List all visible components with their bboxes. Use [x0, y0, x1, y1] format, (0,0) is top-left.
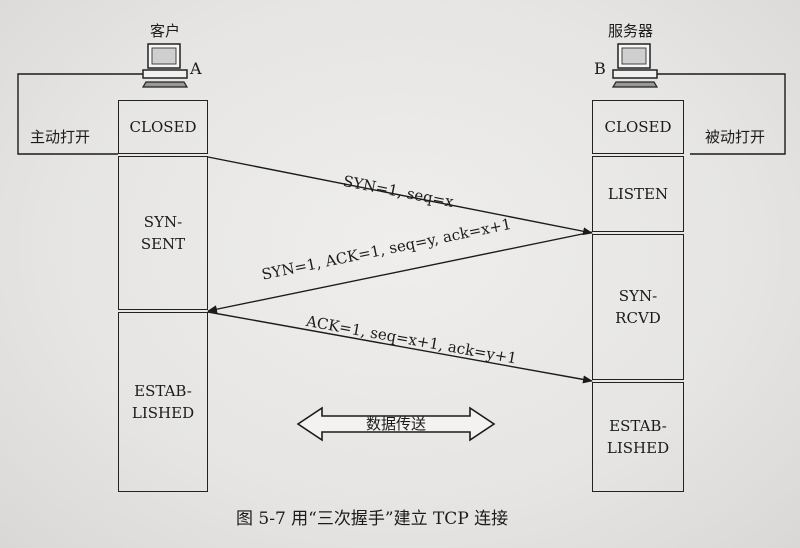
server-state-established: ESTAB- LISHED: [592, 382, 684, 492]
active-open-label: 主动打开: [30, 128, 91, 146]
passive-open-label: 被动打开: [705, 128, 766, 146]
client-letter: A: [190, 59, 202, 78]
syn-ack-arrow: [207, 231, 593, 314]
passive-open-line: [655, 73, 786, 155]
syn-arrow: [207, 156, 593, 236]
double-arrow-icon: [296, 406, 496, 442]
figure-caption: 图 5-7 用“三次握手”建立 TCP 连接: [236, 509, 509, 529]
active-open-line: [17, 73, 145, 155]
server-letter: B: [594, 59, 606, 78]
client-state-syn-sent: SYN- SENT: [118, 156, 208, 310]
server-title: 服务器: [608, 22, 654, 40]
data-transfer-label: 数据传送: [366, 415, 427, 433]
client-state-established: ESTAB- LISHED: [118, 312, 208, 492]
computer-icon: [611, 43, 659, 88]
server-state-syn-rcvd: SYN- RCVD: [592, 234, 684, 380]
computer-icon: [141, 43, 189, 88]
server-state-closed: CLOSED: [592, 100, 684, 154]
client-state-closed: CLOSED: [118, 100, 208, 154]
ack-arrow: [207, 311, 593, 384]
server-state-listen: LISTEN: [592, 156, 684, 232]
client-title: 客户: [150, 22, 181, 40]
